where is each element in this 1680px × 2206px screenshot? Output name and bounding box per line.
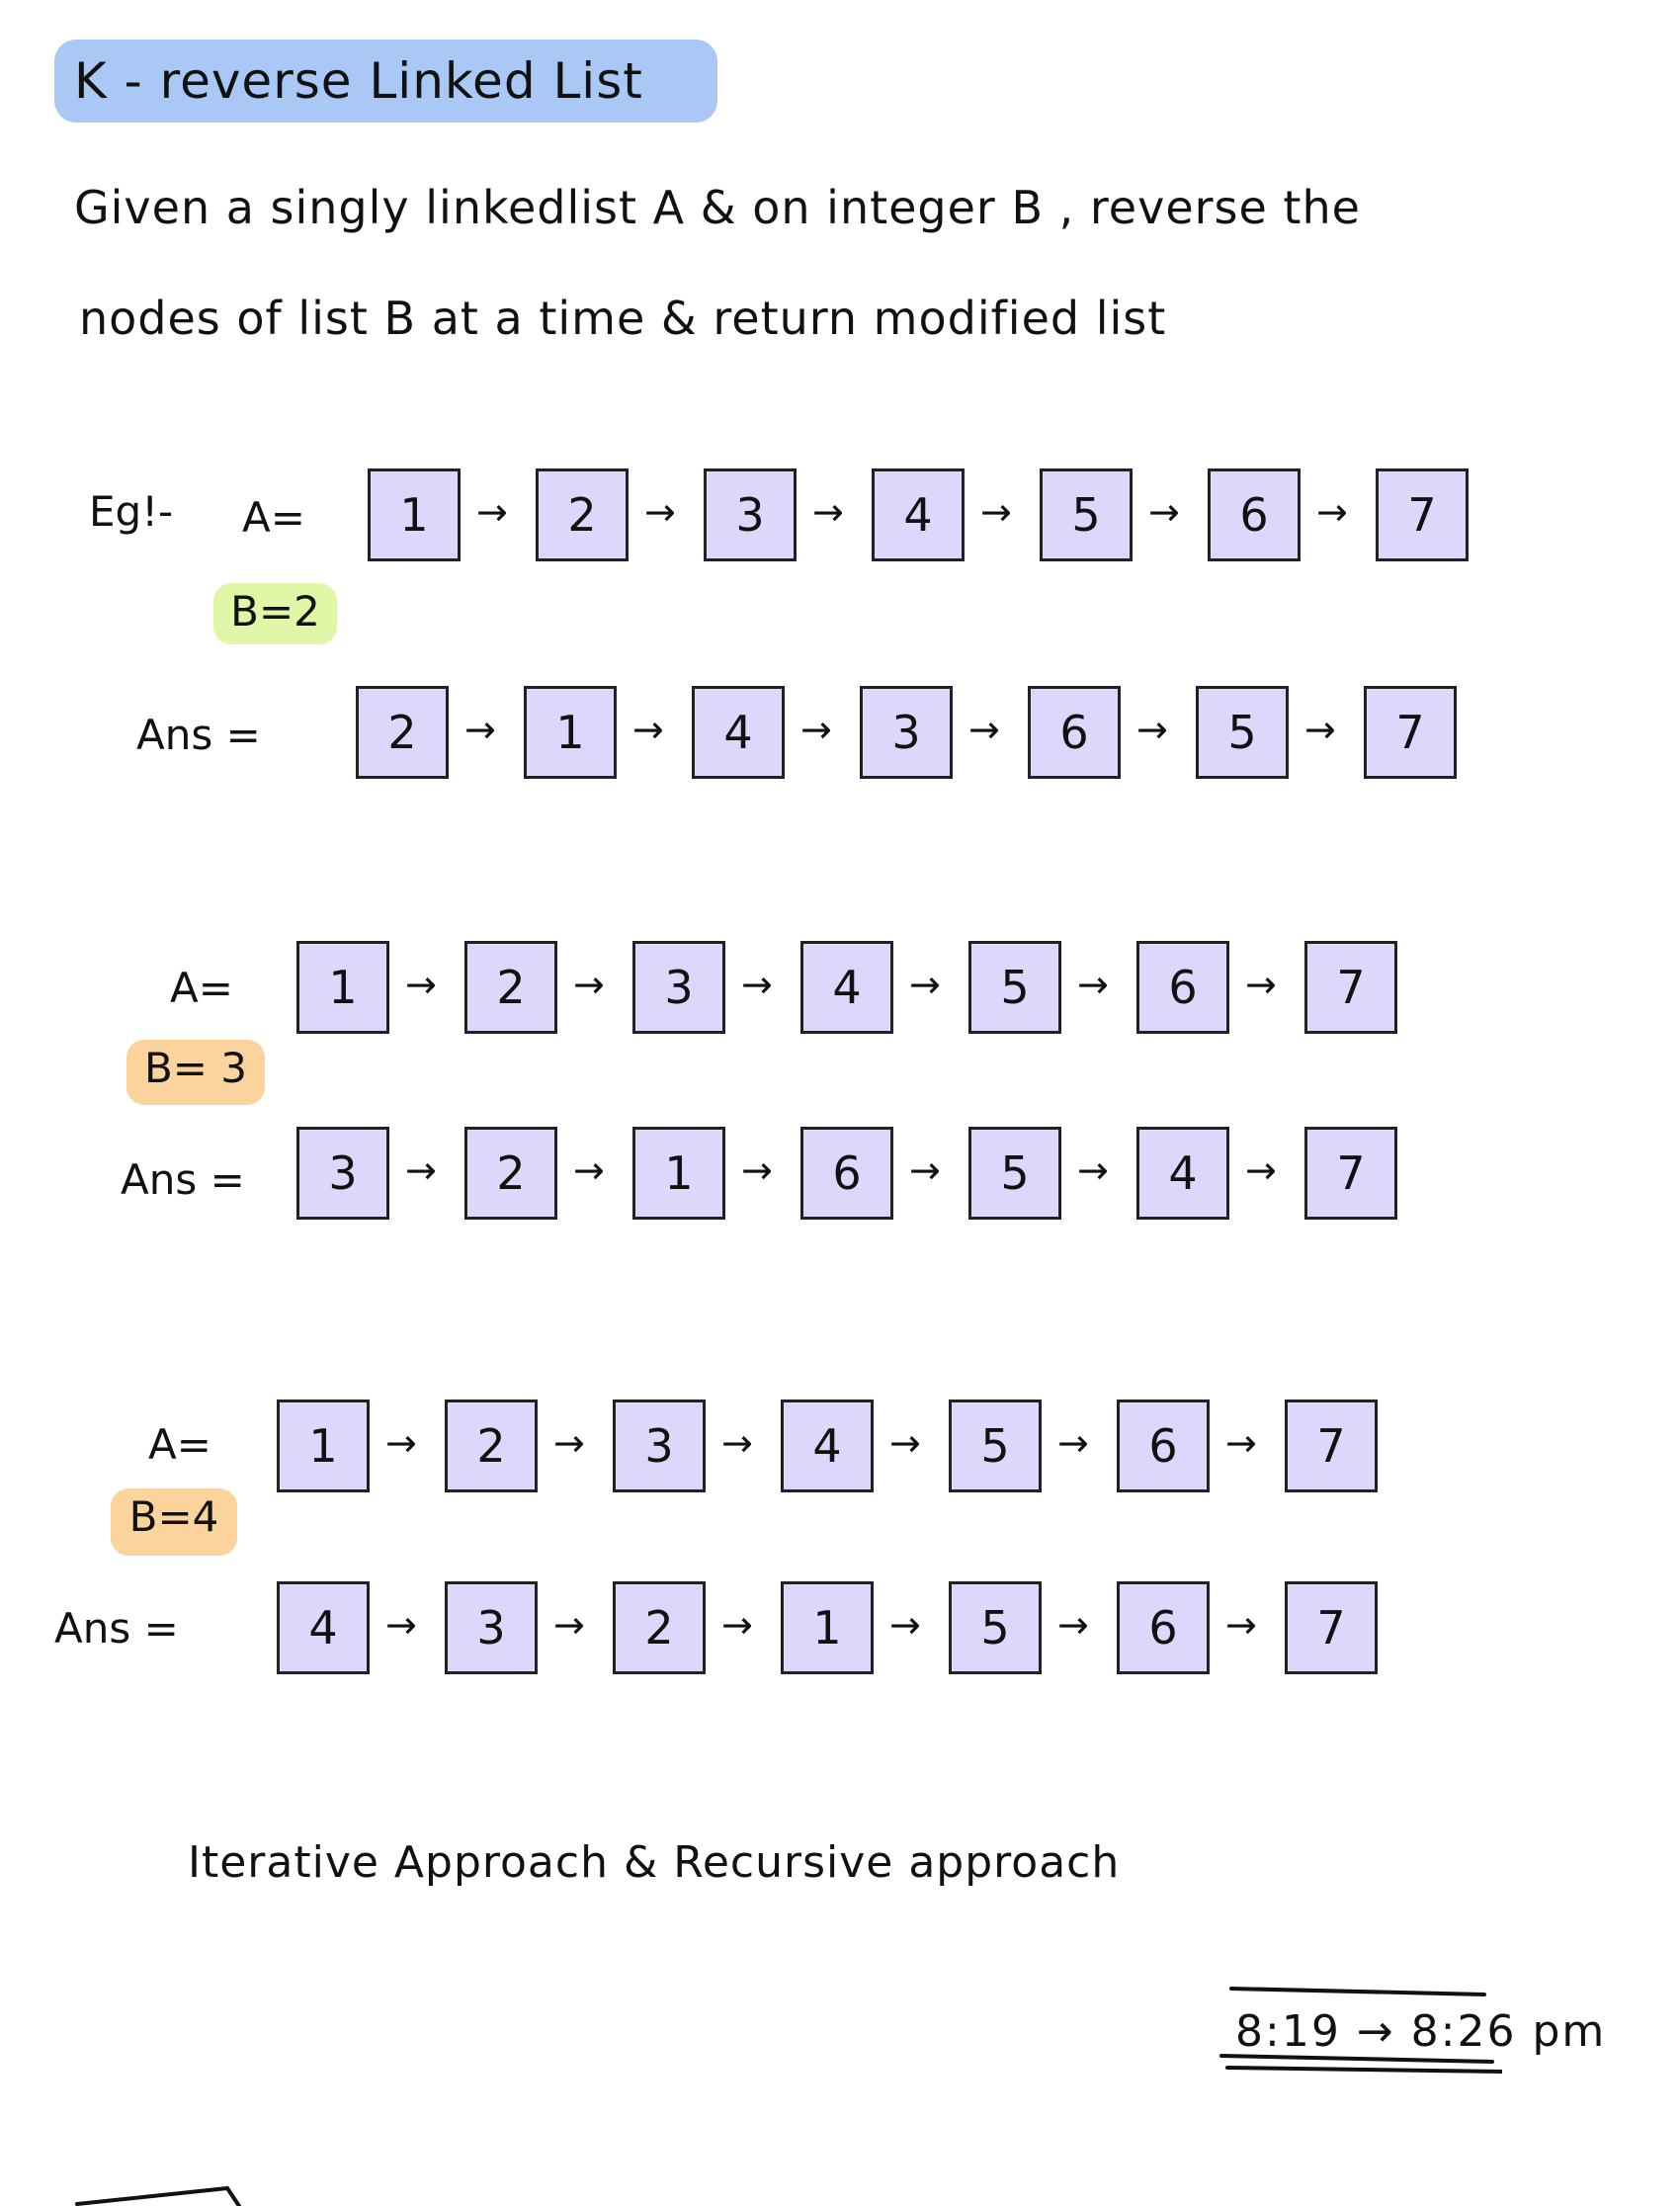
arrow-icon: → (553, 1421, 585, 1465)
arrow-icon: → (909, 1148, 941, 1192)
arrow-icon: → (980, 490, 1012, 534)
list-node: 6 (1117, 1400, 1210, 1492)
approach-note: Iterative Approach & Recursive approach (188, 1837, 1121, 1888)
list-node: 1 (632, 1127, 725, 1220)
ex3-a-label: A= (148, 1420, 211, 1469)
arrow-icon: → (573, 1148, 605, 1192)
arrow-icon: → (476, 490, 508, 534)
list-node: 1 (524, 686, 617, 779)
list-node: 6 (1208, 468, 1301, 561)
arrow-icon: → (1057, 1421, 1089, 1465)
arrow-icon: → (464, 708, 496, 751)
list-node: 7 (1376, 468, 1469, 561)
arrow-icon: → (1225, 1421, 1257, 1465)
arrow-icon: → (385, 1421, 417, 1465)
list-node: 2 (356, 686, 449, 779)
arrow-icon: → (741, 963, 773, 1006)
list-node: 2 (613, 1581, 706, 1674)
arrow-icon: → (1136, 708, 1168, 751)
arrow-icon: → (1225, 1603, 1257, 1647)
list-node: 4 (781, 1400, 874, 1492)
list-node: 7 (1304, 1127, 1397, 1220)
list-node: 5 (949, 1400, 1042, 1492)
time-note: 8:19 → 8:26 pm (1235, 2006, 1607, 2057)
list-node: 4 (872, 468, 965, 561)
list-node: 7 (1304, 941, 1397, 1034)
ex1-ans-label: Ans = (136, 711, 261, 759)
eg-label: Eg!- (89, 487, 174, 536)
arrow-icon: → (721, 1603, 753, 1647)
arrow-icon: → (1245, 963, 1277, 1006)
ex3-b-value: B=4 (111, 1488, 237, 1556)
list-node: 3 (704, 468, 797, 561)
ex1-b-value: B=2 (213, 583, 337, 644)
arrow-icon: → (1057, 1603, 1089, 1647)
list-node: 1 (368, 468, 461, 561)
arrow-icon: → (573, 963, 605, 1006)
arrow-icon: → (968, 708, 1000, 751)
list-node: 5 (968, 941, 1061, 1034)
title-highlight (54, 40, 717, 123)
list-node: 7 (1364, 686, 1457, 779)
list-node: 7 (1285, 1400, 1378, 1492)
list-node: 2 (464, 1127, 557, 1220)
arrow-icon: → (632, 708, 664, 751)
arrow-icon: → (889, 1421, 921, 1465)
list-node: 5 (968, 1127, 1061, 1220)
list-node: 6 (1117, 1581, 1210, 1674)
partial-drawing (75, 2185, 241, 2206)
arrow-icon: → (1148, 490, 1180, 534)
list-node: 5 (949, 1581, 1042, 1674)
list-node: 2 (464, 941, 557, 1034)
arrow-icon: → (741, 1148, 773, 1192)
list-node: 3 (296, 1127, 389, 1220)
statement-line-2: nodes of list B at a time & return modif… (79, 292, 1167, 345)
list-node: 3 (632, 941, 725, 1034)
arrow-icon: → (1077, 1148, 1109, 1192)
arrow-icon: → (812, 490, 844, 534)
list-node: 1 (277, 1400, 370, 1492)
arrow-icon: → (405, 1148, 437, 1192)
list-node: 6 (1028, 686, 1121, 779)
ex2-a-label: A= (170, 964, 233, 1012)
list-node: 3 (613, 1400, 706, 1492)
arrow-icon: → (644, 490, 676, 534)
list-node: 2 (445, 1400, 538, 1492)
list-node: 1 (296, 941, 389, 1034)
arrow-icon: → (1304, 708, 1336, 751)
ex1-a-label: A= (242, 493, 305, 542)
ex2-b-value: B= 3 (126, 1040, 265, 1105)
list-node: 5 (1196, 686, 1289, 779)
arrow-icon: → (553, 1603, 585, 1647)
ex3-ans-label: Ans = (54, 1604, 179, 1653)
list-node: 3 (860, 686, 953, 779)
page-title: K - reverse Linked List (74, 52, 643, 110)
arrow-icon: → (889, 1603, 921, 1647)
list-node: 2 (536, 468, 629, 561)
list-node: 5 (1040, 468, 1133, 561)
list-node: 3 (445, 1581, 538, 1674)
arrow-icon: → (1077, 963, 1109, 1006)
ex2-ans-label: Ans = (121, 1155, 245, 1204)
list-node: 6 (1136, 941, 1229, 1034)
list-node: 4 (277, 1581, 370, 1674)
list-node: 6 (800, 1127, 893, 1220)
arrow-icon: → (721, 1421, 753, 1465)
arrow-icon: → (1245, 1148, 1277, 1192)
statement-line-1: Given a singly linkedlist A & on integer… (74, 181, 1361, 234)
time-underlines (1219, 1987, 1502, 2074)
list-node: 4 (800, 941, 893, 1034)
list-node: 7 (1285, 1581, 1378, 1674)
list-node: 4 (692, 686, 785, 779)
arrow-icon: → (405, 963, 437, 1006)
list-node: 4 (1136, 1127, 1229, 1220)
list-node: 1 (781, 1581, 874, 1674)
arrow-icon: → (1316, 490, 1348, 534)
arrow-icon: → (385, 1603, 417, 1647)
arrow-icon: → (909, 963, 941, 1006)
arrow-icon: → (800, 708, 832, 751)
